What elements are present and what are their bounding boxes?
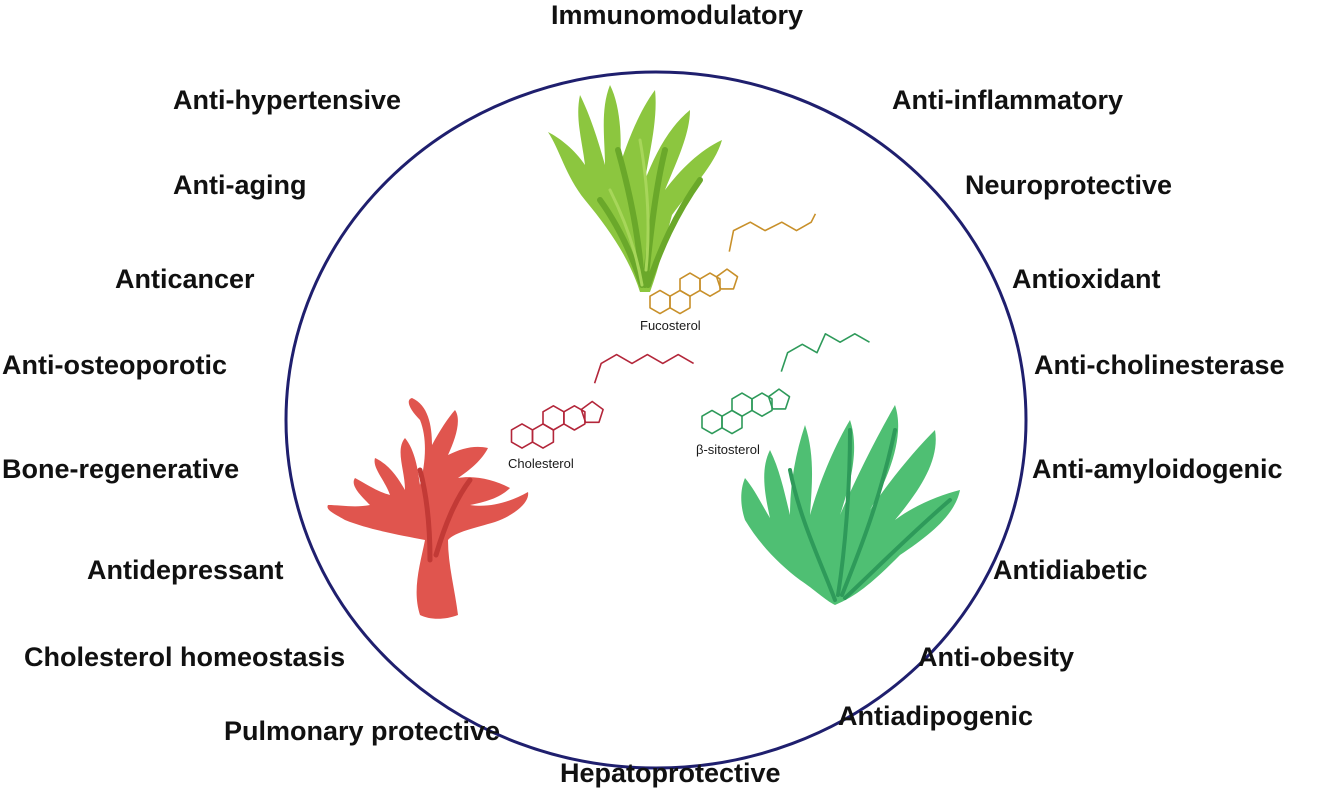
bond <box>542 405 565 431</box>
bond <box>699 272 721 297</box>
label-anti-cholinesterase: Anti-cholinesterase <box>1034 350 1285 380</box>
label-immunomodulatory: Immunomodulatory <box>551 0 804 30</box>
label-hepatoprotective: Hepatoprotective <box>560 758 781 788</box>
bond <box>751 392 773 417</box>
fucosterol-name: Fucosterol <box>640 318 701 333</box>
label-antidepressant: Antidepressant <box>87 555 284 585</box>
bond <box>731 392 753 417</box>
bond <box>715 268 739 290</box>
bond <box>780 333 870 372</box>
label-neuroprotective: Neuroprotective <box>965 170 1173 200</box>
cholesterol-name: Cholesterol <box>508 456 574 471</box>
cholesterol-structure <box>510 353 694 449</box>
label-antioxidant: Antioxidant <box>1012 264 1161 294</box>
bond <box>767 388 791 410</box>
boundary-circle <box>284 70 1028 770</box>
red-seaweed-illustration <box>327 398 529 619</box>
label-anti-aging: Anti-aging <box>173 170 307 200</box>
bond <box>580 400 604 424</box>
bond <box>649 289 671 315</box>
label-anti-hypertensive: Anti-hypertensive <box>173 85 402 115</box>
bond <box>679 272 701 297</box>
label-anticancer: Anticancer <box>115 264 255 294</box>
green-seaweed-illustration <box>548 85 722 292</box>
label-cholesterol-homeostasis: Cholesterol homeostasis <box>24 642 346 672</box>
label-anti-inflammatory: Anti-inflammatory <box>892 85 1124 115</box>
sitosterol-structure <box>701 333 870 435</box>
fucosterol-structure <box>649 213 817 315</box>
label-bone-regenerative: Bone-regenerative <box>2 454 240 484</box>
sitosterol-name: β-sitosterol <box>696 442 760 457</box>
teal-seaweed-illustration <box>741 405 960 605</box>
bond <box>593 353 694 384</box>
label-anti-osteoporotic: Anti-osteoporotic <box>2 350 227 380</box>
bond <box>728 213 817 252</box>
label-antiadipogenic: Antiadipogenic <box>838 701 1033 731</box>
bond <box>563 405 586 431</box>
label-anti-amyloidogenic: Anti-amyloidogenic <box>1032 454 1283 484</box>
label-antidiabetic: Antidiabetic <box>993 555 1148 585</box>
label-pulmonary-protective: Pulmonary protective <box>224 716 501 746</box>
bond <box>510 423 534 449</box>
bond <box>701 409 723 435</box>
label-anti-obesity: Anti-obesity <box>918 642 1075 672</box>
